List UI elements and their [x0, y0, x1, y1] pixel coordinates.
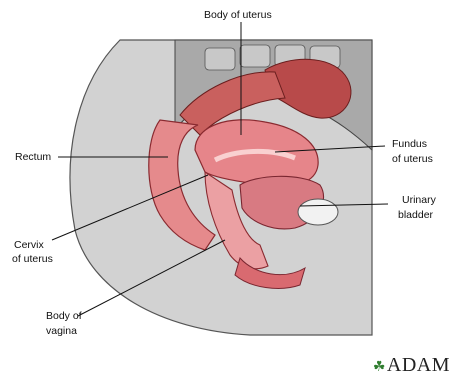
label-cervix-line1: Cervix: [14, 239, 44, 251]
label-body-of-uterus: Body of uterus: [204, 9, 272, 21]
pubic-bone: [298, 199, 338, 225]
leaf-icon: ☘: [373, 360, 386, 375]
label-fundus-line2: of uterus: [392, 153, 433, 165]
label-cervix-line2: of uterus: [12, 253, 53, 265]
label-urinary-line1: Urinary: [402, 194, 436, 206]
adam-logo: ☘ADAM: [373, 354, 450, 377]
logo-text: ADAM: [387, 354, 450, 376]
label-fundus-line1: Fundus: [392, 138, 427, 150]
label-vagina-line1: Body of: [46, 310, 82, 322]
label-rectum: Rectum: [15, 151, 51, 163]
label-vagina-line2: vagina: [46, 325, 77, 337]
label-urinary-line2: bladder: [398, 209, 433, 221]
